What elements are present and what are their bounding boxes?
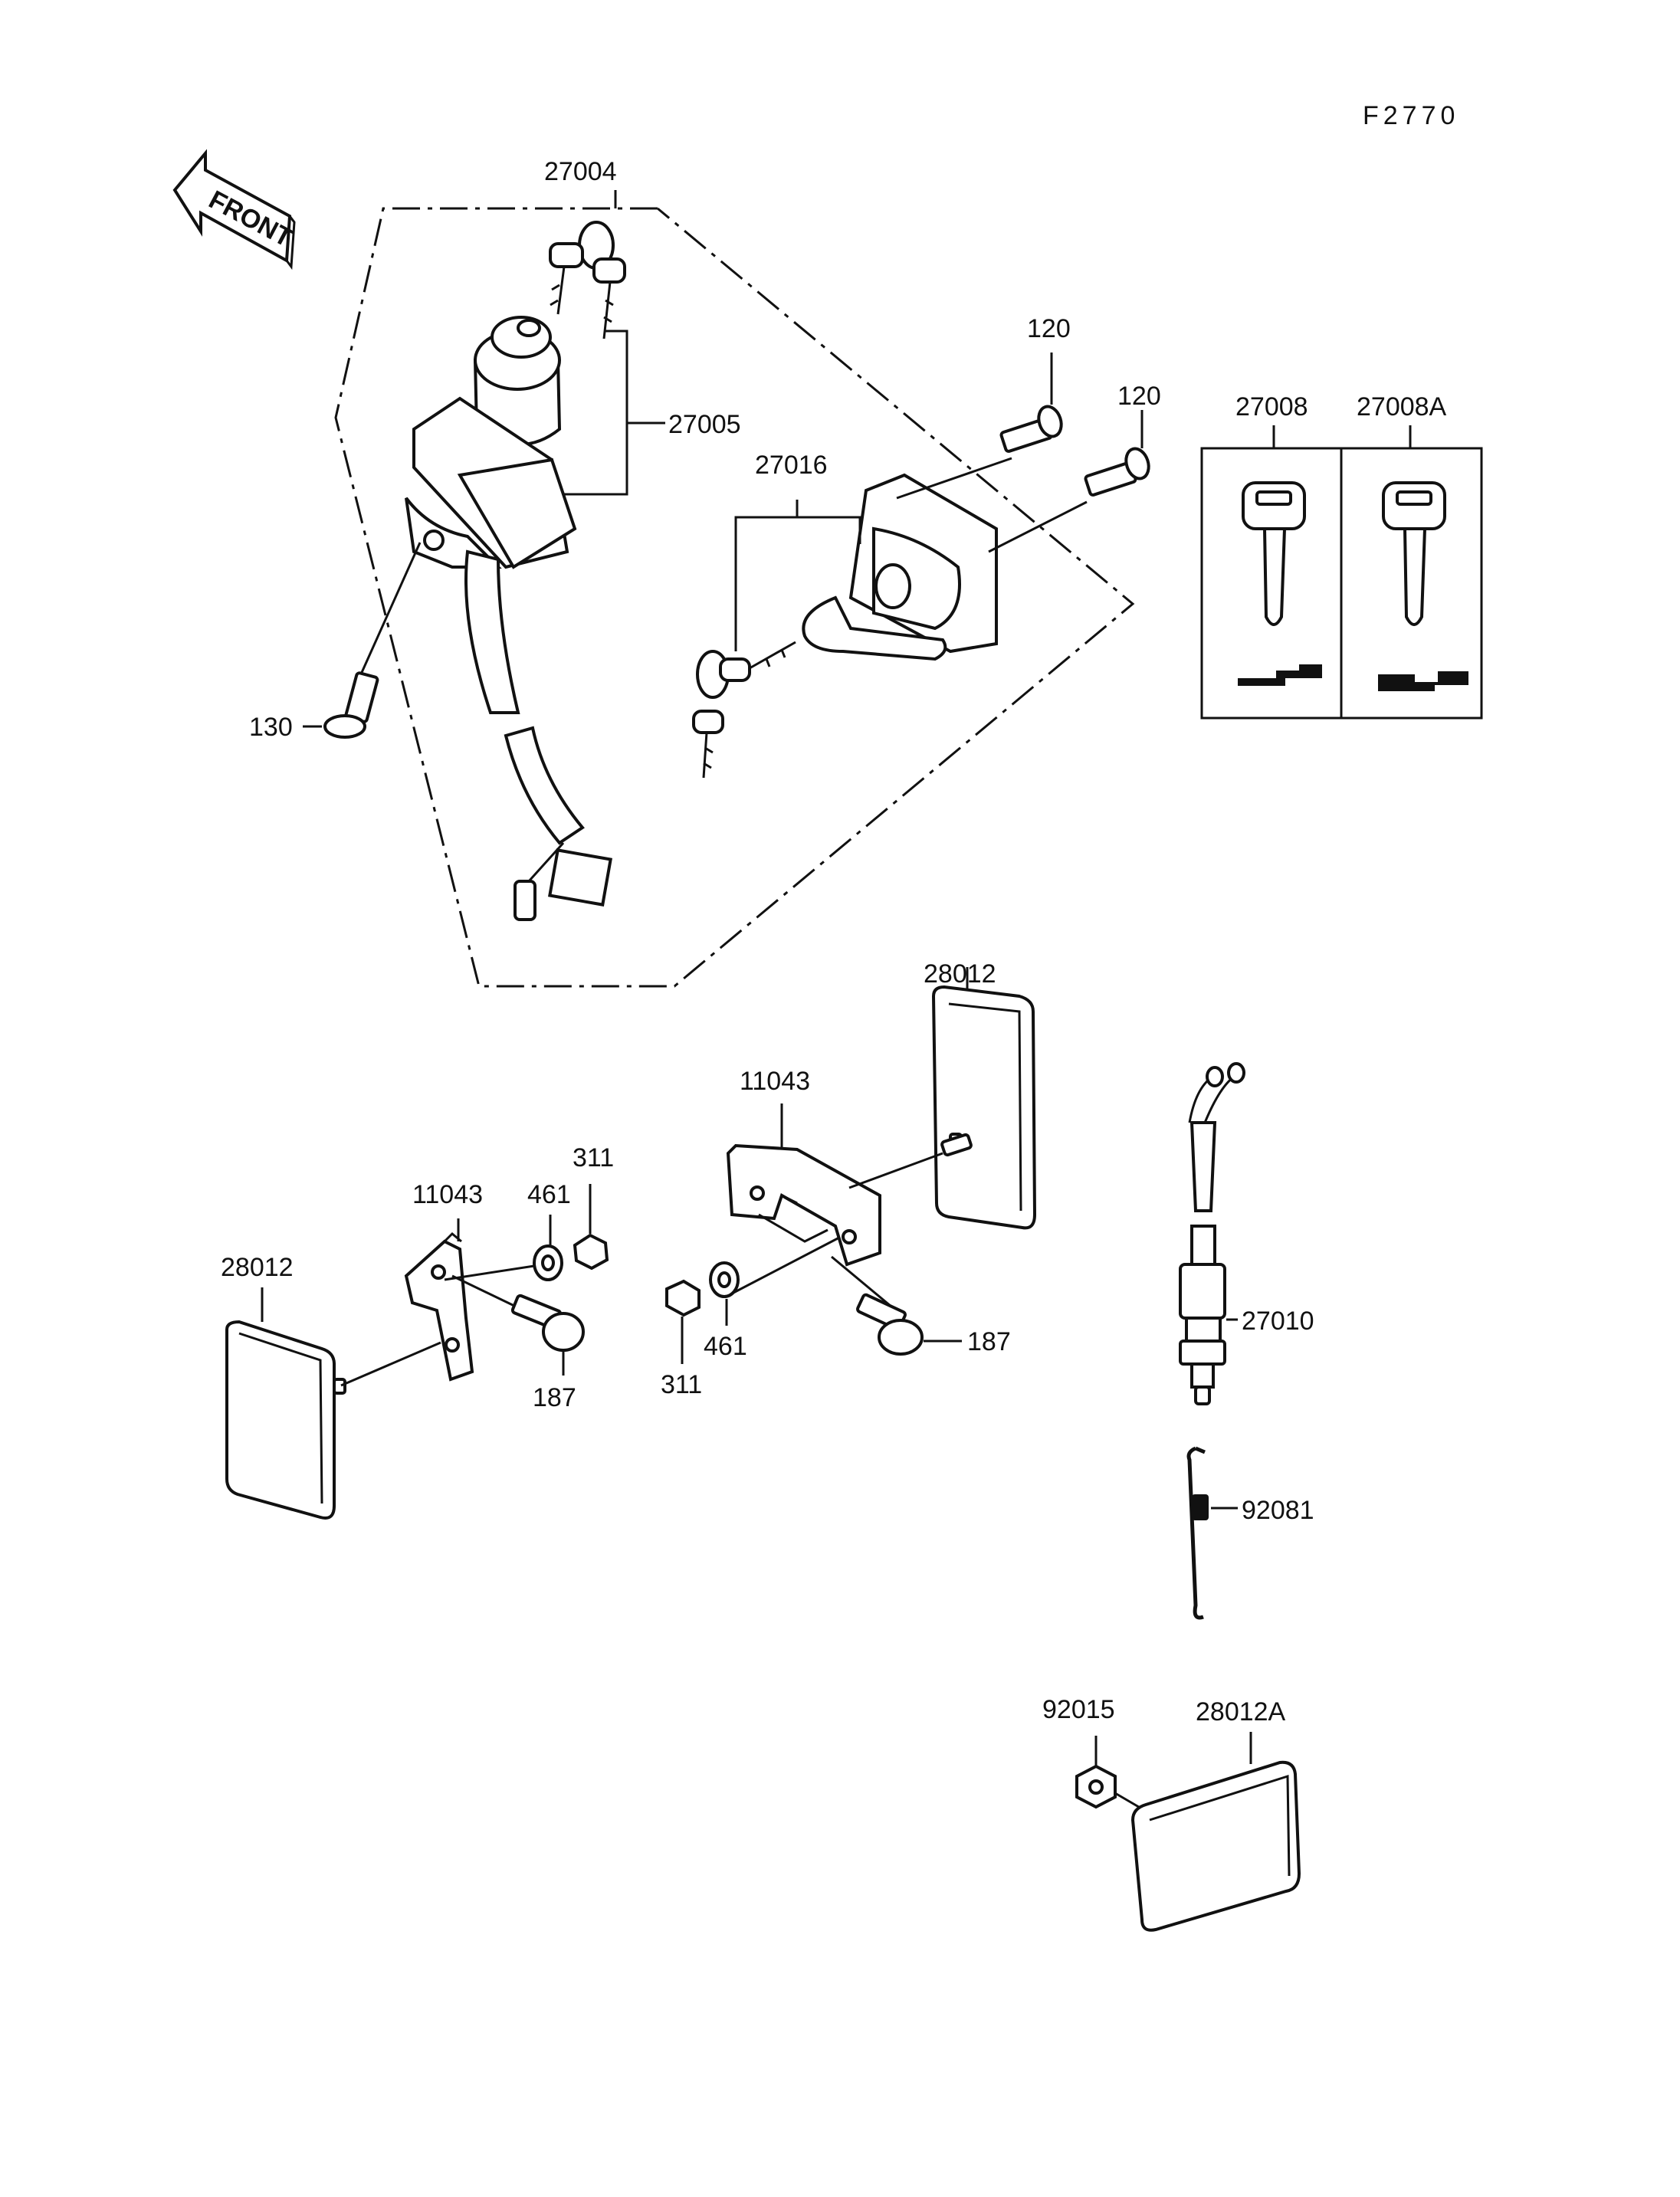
label-92015: 92015 [1042, 1695, 1115, 1724]
label-27008: 27008 [1235, 392, 1308, 421]
bracket-11043-right [726, 1133, 973, 1267]
bracket-11043-left [404, 1231, 474, 1382]
label-92081: 92081 [1242, 1496, 1314, 1525]
washer-461-left [533, 1244, 563, 1281]
label-130: 130 [249, 713, 293, 742]
label-187-left: 187 [533, 1383, 576, 1412]
nut-92015 [1075, 1764, 1117, 1809]
ignition-group-outline [334, 207, 1135, 988]
screw-120-upper [999, 405, 1063, 453]
label-120-lower: 120 [1117, 382, 1161, 411]
brake-switch-27010 [1179, 1062, 1245, 1405]
label-28012A: 28012A [1196, 1697, 1286, 1726]
figure-code: F2770 [1363, 101, 1459, 130]
label-461-left: 461 [527, 1180, 571, 1209]
bolt-187-left [510, 1294, 585, 1352]
label-27005: 27005 [668, 410, 741, 439]
reflector-rear-right [931, 985, 1037, 1230]
label-11043-right: 11043 [740, 1067, 810, 1096]
helmet-lock [802, 473, 998, 661]
label-28012-right: 28012 [924, 959, 996, 989]
nut-311-left [573, 1233, 609, 1271]
helmet-lock-keys [692, 641, 796, 779]
label-27016: 27016 [755, 451, 828, 480]
label-11043-left: 11043 [412, 1180, 483, 1209]
label-27004: 27004 [544, 157, 617, 186]
reflector-rear-left [225, 1320, 346, 1520]
label-120-upper: 120 [1027, 314, 1071, 343]
label-27008A: 27008A [1357, 392, 1447, 421]
nut-311-right [665, 1279, 701, 1317]
label-311-left: 311 [573, 1143, 614, 1172]
ignition-keys [549, 221, 626, 339]
bolt-187-right [856, 1293, 924, 1356]
label-28012-left: 28012 [221, 1253, 294, 1282]
label-311-right: 311 [661, 1370, 702, 1399]
reflector-28012A [1130, 1760, 1301, 1932]
washer-461-right [709, 1261, 740, 1298]
label-461-right: 461 [704, 1332, 747, 1361]
key-blanks-box [1200, 447, 1483, 720]
ignition-switch [405, 316, 612, 921]
spring-92081 [1186, 1446, 1209, 1620]
screw-130 [323, 542, 422, 739]
screw-120-lower [1084, 447, 1150, 497]
label-187-right: 187 [967, 1327, 1011, 1356]
label-27010: 27010 [1242, 1307, 1314, 1336]
front-arrow-icon: FRONT [172, 149, 297, 271]
